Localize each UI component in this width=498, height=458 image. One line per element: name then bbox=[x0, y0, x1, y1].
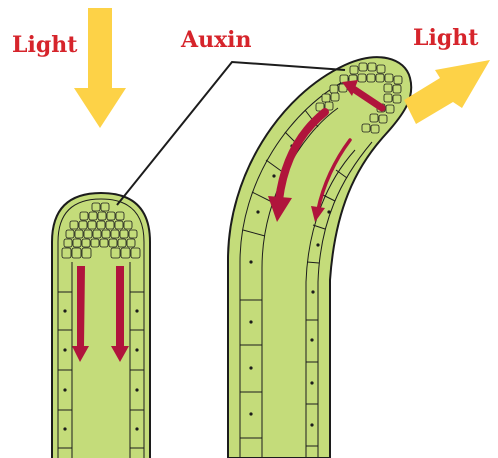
light-label-right: Light bbox=[413, 25, 479, 51]
light-arrow-left-icon bbox=[404, 60, 490, 124]
bent-shoot bbox=[228, 57, 411, 458]
light-label-left: Light bbox=[12, 32, 78, 58]
auxin-label: Auxin bbox=[180, 27, 252, 53]
light-arrow-down-icon bbox=[74, 8, 126, 128]
straight-shoot bbox=[52, 193, 150, 458]
light-arrow-side bbox=[404, 60, 490, 124]
light-arrow-top bbox=[74, 8, 126, 128]
